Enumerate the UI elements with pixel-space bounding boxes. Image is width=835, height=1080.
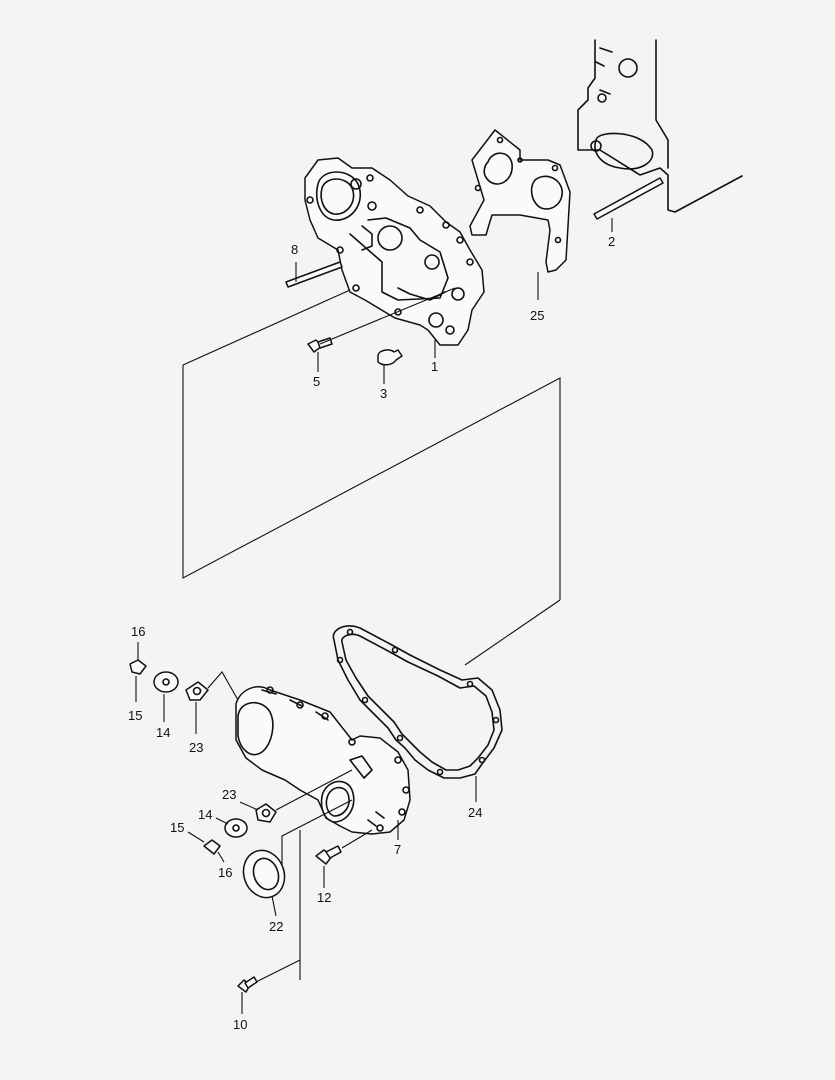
callout-23-upper: 23 (189, 740, 203, 755)
callout-8: 8 (291, 242, 298, 257)
assembly-guide-box (182, 287, 561, 666)
cap-14-lower (224, 818, 248, 838)
leader-lines (135, 218, 613, 1014)
front-timing-cover-7 (235, 686, 411, 835)
callout-25: 25 (530, 308, 544, 323)
callout-24: 24 (468, 805, 482, 820)
callout-16-upper: 16 (131, 624, 145, 639)
callout-3: 3 (380, 386, 387, 401)
engine-block-outline (577, 39, 743, 213)
callout-14-upper: 14 (156, 725, 170, 740)
callout-14-lower: 14 (198, 807, 212, 822)
callout-7: 7 (394, 842, 401, 857)
dowel-pin-8 (285, 261, 343, 288)
oil-seal-22 (242, 849, 286, 899)
bolt-12 (315, 845, 342, 865)
callout-1: 1 (431, 359, 438, 374)
callout-5: 5 (313, 374, 320, 389)
timing-gear-housing-1 (304, 157, 485, 346)
dowel-pin-2 (593, 177, 664, 220)
gasket-23-upper (185, 681, 209, 701)
callout-2: 2 (608, 234, 615, 249)
gasket-23-lower (255, 803, 277, 823)
bolt-10 (237, 976, 258, 993)
bolt-16-upper (129, 659, 147, 675)
callout-16-lower: 16 (218, 865, 232, 880)
back-plate-gasket-25 (469, 129, 571, 273)
callout-labels: 1 2 3 5 7 8 10 12 14 14 15 15 16 16 22 2… (128, 234, 615, 1032)
callout-23-lower: 23 (222, 787, 236, 802)
callout-22: 22 (269, 919, 283, 934)
bolt-15-16-lower (203, 839, 221, 855)
callout-15-upper: 15 (128, 708, 142, 723)
front-cover-gasket-24 (332, 625, 503, 779)
callout-12: 12 (317, 890, 331, 905)
plug-3 (377, 349, 403, 366)
callout-10: 10 (233, 1017, 247, 1032)
cap-14-upper (153, 671, 179, 693)
callout-15-lower: 15 (170, 820, 184, 835)
